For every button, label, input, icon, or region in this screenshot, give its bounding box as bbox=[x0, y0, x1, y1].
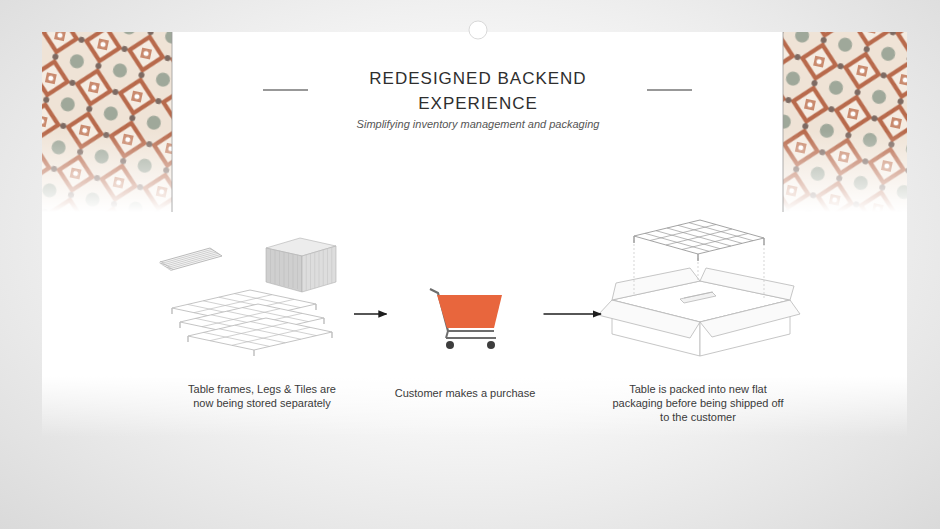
tile-stack bbox=[266, 238, 336, 292]
card-edge bbox=[783, 32, 784, 212]
top-notch bbox=[469, 21, 487, 39]
page-title: REDESIGNED BACKEND EXPERIENCE bbox=[338, 66, 618, 116]
subtitle: Simplifying inventory management and pac… bbox=[278, 118, 678, 130]
flow-arrow bbox=[544, 313, 602, 314]
process-step: Table frames, Legs & Tiles are now being… bbox=[174, 222, 350, 410]
card-edge bbox=[172, 32, 173, 212]
tile-pattern bbox=[42, 32, 907, 212]
process-step: Table is packed into new flat packaging … bbox=[605, 222, 791, 424]
step-caption: Table is packed into new flat packaging … bbox=[609, 382, 787, 424]
step-caption: Table frames, Legs & Tiles are now being… bbox=[178, 382, 346, 410]
title-rule bbox=[647, 89, 692, 90]
flow-arrow bbox=[354, 313, 387, 314]
legs-bundle bbox=[160, 248, 222, 270]
table-frames bbox=[172, 290, 332, 356]
process-step: Customer makes a purchase bbox=[391, 222, 540, 400]
flat-package bbox=[598, 268, 800, 356]
title-card bbox=[172, 32, 783, 212]
white-panel bbox=[42, 32, 907, 437]
step-caption: Customer makes a purchase bbox=[395, 386, 536, 400]
table-top bbox=[634, 220, 764, 261]
title-rule bbox=[263, 89, 308, 90]
shopping-cart bbox=[430, 289, 502, 349]
